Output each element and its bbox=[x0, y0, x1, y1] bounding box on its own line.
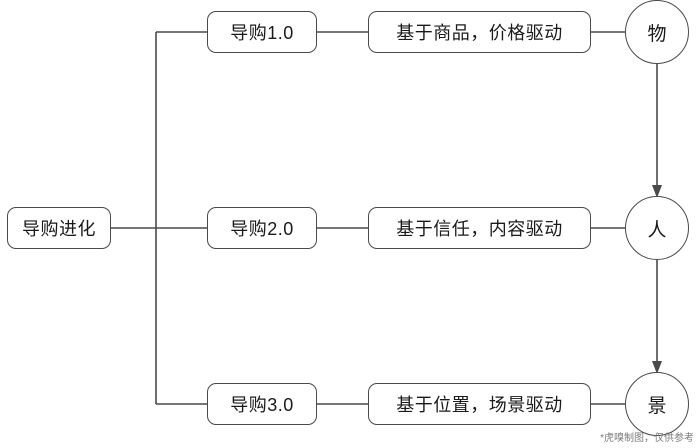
node-outcome-1-label: 物 bbox=[647, 23, 667, 45]
node-description-3[interactable]: 基于位置，场景驱动 bbox=[368, 383, 591, 425]
node-stage-2-label: 导购2.0 bbox=[230, 219, 294, 239]
node-stage-1-label: 导购1.0 bbox=[230, 23, 294, 43]
node-stage-2[interactable]: 导购2.0 bbox=[207, 207, 317, 249]
node-stage-1[interactable]: 导购1.0 bbox=[207, 11, 317, 53]
node-stage-3[interactable]: 导购3.0 bbox=[207, 383, 317, 425]
footnote: *虎嗅制图，仅供参考 bbox=[600, 433, 694, 444]
node-root-label: 导购进化 bbox=[22, 219, 96, 239]
node-root[interactable]: 导购进化 bbox=[7, 207, 111, 249]
node-description-1[interactable]: 基于商品，价格驱动 bbox=[368, 11, 591, 53]
node-description-2-label: 基于信任，内容驱动 bbox=[396, 219, 563, 239]
node-outcome-1[interactable]: 物 bbox=[625, 0, 689, 64]
node-stage-3-label: 导购3.0 bbox=[230, 395, 294, 415]
node-description-1-label: 基于商品，价格驱动 bbox=[396, 23, 563, 43]
node-outcome-2[interactable]: 人 bbox=[625, 196, 689, 260]
node-description-3-label: 基于位置，场景驱动 bbox=[396, 395, 563, 415]
node-description-2[interactable]: 基于信任，内容驱动 bbox=[368, 207, 591, 249]
node-outcome-2-label: 人 bbox=[647, 219, 667, 241]
node-outcome-3-label: 景 bbox=[647, 395, 667, 417]
node-outcome-3[interactable]: 景 bbox=[625, 372, 689, 436]
